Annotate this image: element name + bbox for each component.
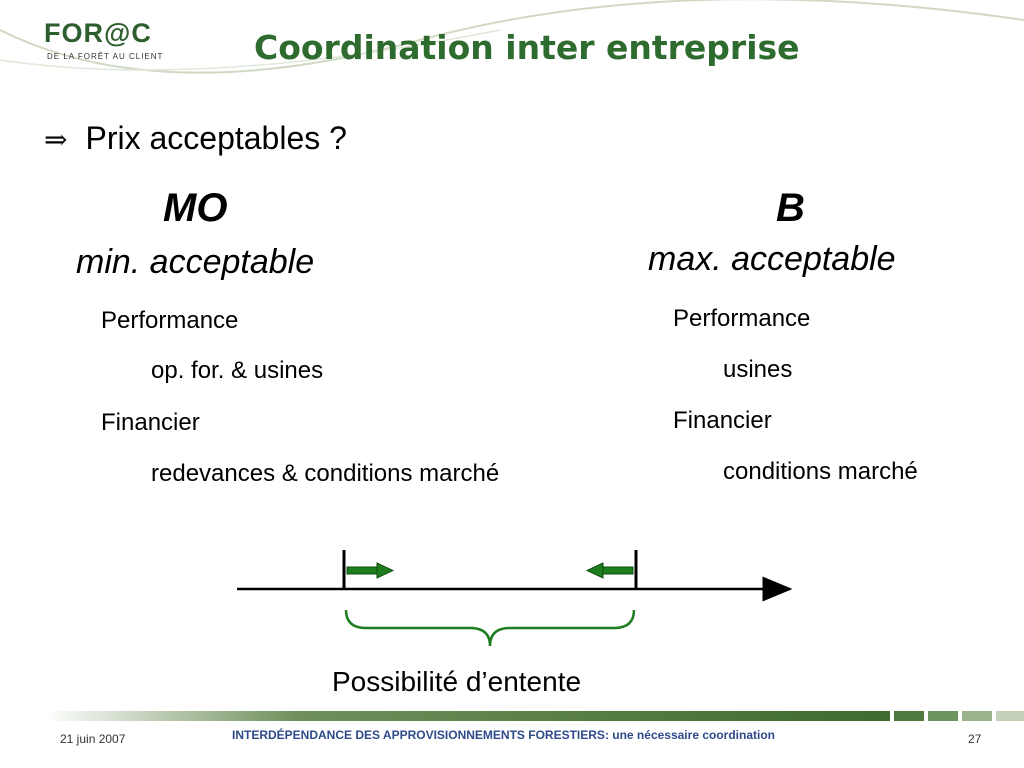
implies-arrow-icon: ⇒ <box>44 123 68 156</box>
bullet-line: ⇒ Prix acceptables ? <box>44 120 347 157</box>
b-item-performance-detail: usines <box>723 356 793 383</box>
b-title: B <box>776 186 805 230</box>
b-subtitle: max. acceptable <box>648 240 896 278</box>
logo-tagline: DE LA FORÊT AU CLIENT <box>47 52 163 61</box>
slide-title: Coordination inter entreprise <box>254 28 800 67</box>
mo-item-performance: Performance <box>101 307 239 334</box>
left-arrow-icon <box>585 562 634 579</box>
page-number: 27 <box>968 732 982 746</box>
agreement-brace <box>344 609 636 647</box>
footer-bar <box>44 711 1024 721</box>
agreement-caption: Possibilité d’entente <box>332 666 582 697</box>
b-item-performance: Performance <box>673 305 811 332</box>
header-decorative-curve <box>0 0 1024 74</box>
mo-title: MO <box>163 186 228 230</box>
mo-item-performance-detail: op. for. & usines <box>151 357 324 384</box>
mo-item-financier: Financier <box>101 409 200 436</box>
price-range-diagram <box>237 550 793 647</box>
logo-text: FOR@C <box>44 18 152 48</box>
footer-date: 21 juin 2007 <box>60 732 126 746</box>
footer-title: INTERDÉPENDANCE DES APPROVISIONNEMENTS F… <box>232 728 775 742</box>
forac-logo: FOR@C DE LA FORÊT AU CLIENT <box>44 18 163 61</box>
mo-subtitle: min. acceptable <box>76 243 315 281</box>
mo-item-financier-detail: redevances & conditions marché <box>151 460 500 487</box>
b-item-financier: Financier <box>673 407 772 434</box>
right-arrow-icon <box>346 562 395 579</box>
bullet-text: Prix acceptables ? <box>85 120 347 156</box>
b-item-financier-detail: conditions marché <box>723 458 918 485</box>
